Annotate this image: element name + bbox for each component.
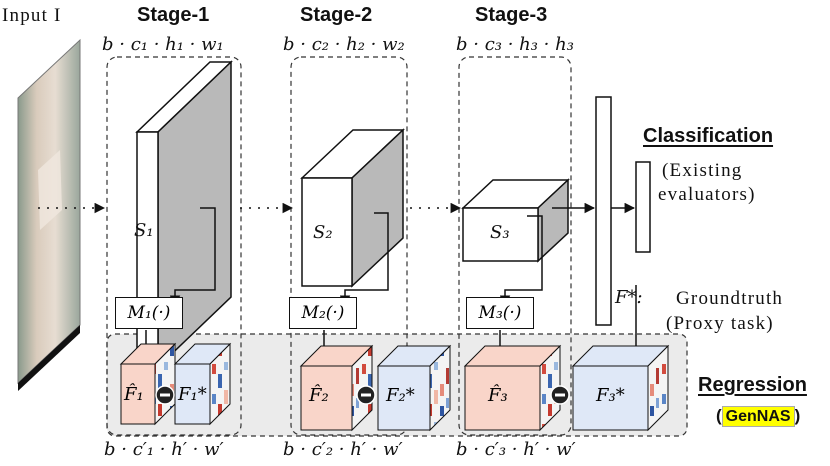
groundtruth-label-2: (Proxy task) [666,313,774,334]
regression-tag-row: (GenNAS) [716,406,801,427]
target-label-2: F₂* [386,385,415,406]
pred-cube-1 [119,342,177,426]
stage-1-dims: b · c₁ · h₁ · w₁ [102,34,224,55]
stage-2-title: Stage-2 [300,4,373,26]
target-cube-1 [173,342,232,426]
stage-1-box [106,56,242,436]
target-label-1: F₁* [178,384,207,405]
groundtruth-symbol: F*: [615,287,643,308]
pred-label-2: F̂₂ [309,385,329,406]
pred-label-1: F̂₁ [124,384,144,405]
gennas-badge: GenNAS [721,406,795,427]
module-m1: M₁(·) [115,297,183,329]
pred-cube-2 [299,344,374,432]
stage-3-dims: b · c₃ · h₃ · h₃ [456,34,574,55]
block-s3-label: S₃ [490,222,510,243]
stage-2-out-dims: b · c′₂ · h′ · w′ [283,439,403,460]
block-s2 [300,128,405,288]
classification-title: Classification [643,125,774,147]
regression-paren-open: ( [716,406,722,425]
stage-1-title: Stage-1 [137,4,210,26]
minus-icon [550,385,570,405]
stage-3-out-dims: b · c′₃ · h′ · w′ [456,439,576,460]
block-s3 [461,178,570,263]
stage-3-box [458,56,572,436]
minus-icon [356,385,376,405]
regression-title: Regression [698,374,807,396]
stage-3-title: Stage-3 [475,4,548,26]
groundtruth-label-1: Groundtruth [676,288,784,309]
stage-1-out-dims: b · c′₁ · h′ · w′ [104,439,224,460]
input-image [17,38,81,391]
module-m3: M₃(·) [466,297,534,329]
stage-2-dims: b · c₂ · h₂ · w₂ [283,34,405,55]
tap-s2 [339,212,389,307]
input-label: Input I [2,5,62,26]
minus-icon [155,385,175,405]
regression-paren-close: ) [794,406,801,425]
module-m2: M₂(·) [289,297,357,329]
pred-cube-3 [463,344,562,432]
classifier-bar [635,161,651,253]
target-label-3: F₃* [596,385,625,406]
block-s1-label: S₁ [134,220,154,241]
fc-bar [595,96,612,326]
stage-2-box [290,56,408,436]
block-s2-label: S₂ [313,222,333,243]
target-cube-2 [376,344,452,432]
classification-note-2: evaluators) [658,184,756,205]
tap-s1 [169,207,216,307]
classification-note-1: (Existing [662,160,743,181]
pred-label-3: F̂₃ [488,385,508,406]
tap-s3 [499,215,543,307]
target-cube-3 [571,344,670,432]
